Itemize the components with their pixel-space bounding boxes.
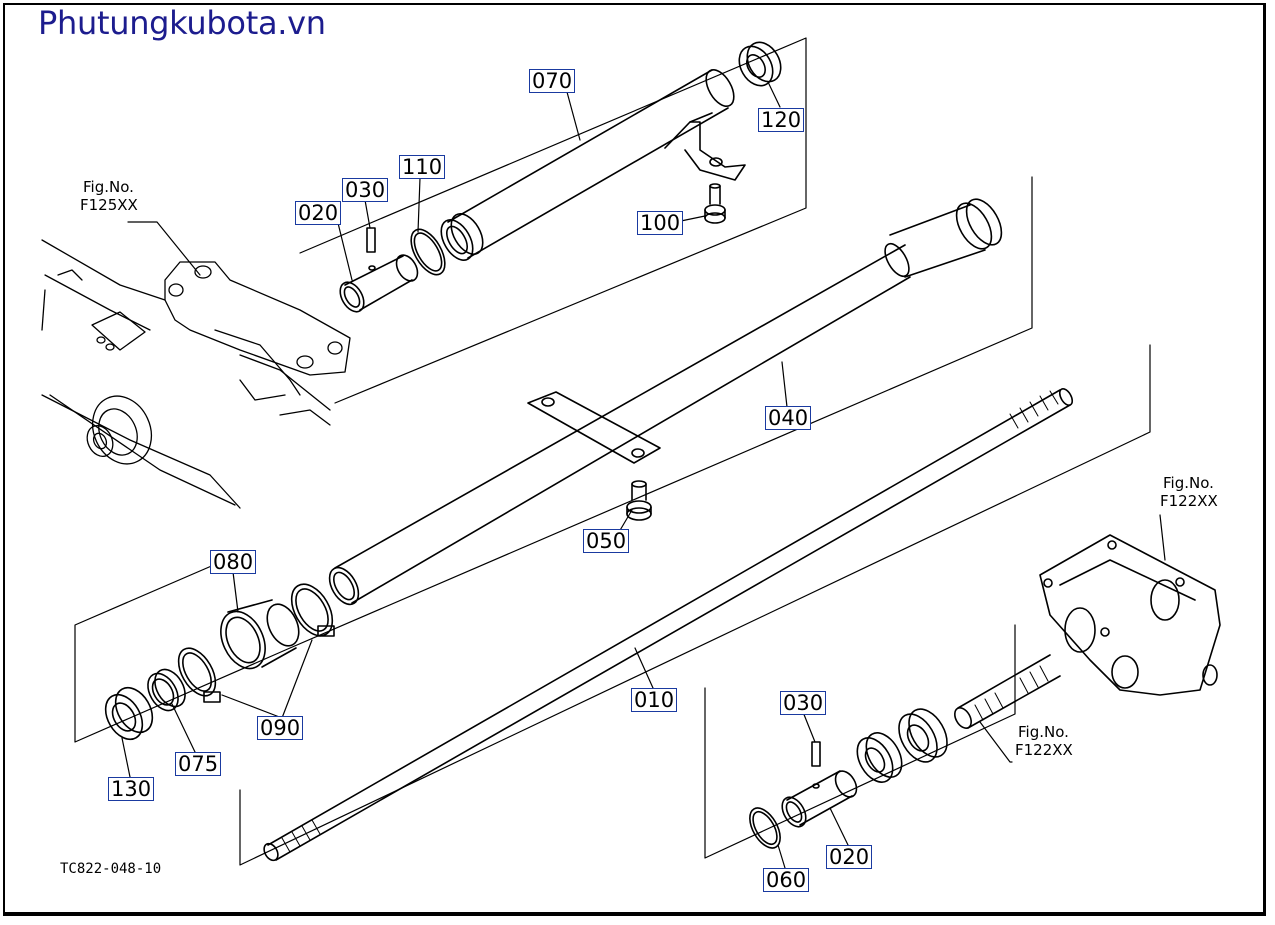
drawing-code: TC822-048-10 <box>60 861 162 877</box>
gearbox-housing <box>1039 534 1221 696</box>
part-label-075[interactable]: 075 <box>175 752 222 776</box>
bearing-lower-2 <box>898 708 948 763</box>
bolt-100 <box>704 183 726 224</box>
part-label-030-lower[interactable]: 030 <box>780 691 827 715</box>
part-label-040[interactable]: 040 <box>765 406 812 430</box>
part-label-020-lower[interactable]: 020 <box>826 845 873 869</box>
part-label-080[interactable]: 080 <box>210 550 257 574</box>
pin-030-upper <box>366 227 376 253</box>
part-label-120[interactable]: 120 <box>758 108 805 132</box>
part-label-030-upper[interactable]: 030 <box>342 178 389 202</box>
part-label-070[interactable]: 070 <box>529 69 576 93</box>
pin-030-lower <box>811 741 821 767</box>
shaft-010 <box>263 388 1074 862</box>
sleeve-020-upper <box>339 254 419 313</box>
part-label-010[interactable]: 010 <box>631 688 678 712</box>
oring-060 <box>749 807 781 849</box>
figure-ref-f122xx-shaft: Fig.No. F122XX <box>1015 723 1073 759</box>
bearing-120 <box>738 41 782 87</box>
bracket-070 <box>664 112 746 181</box>
drawing-frame <box>3 3 1266 916</box>
bearing-lower-1 <box>856 732 903 783</box>
plate-040 <box>527 391 661 464</box>
figure-ref-label: Fig.No. <box>1018 723 1069 741</box>
clamp-090-small <box>177 647 221 703</box>
leader-lines <box>121 81 1166 869</box>
figure-ref-f122xx-housing: Fig.No. F122XX <box>1160 474 1218 510</box>
sleeve-020-lower <box>781 770 858 828</box>
bolt-050 <box>626 480 652 521</box>
clamp-090-large <box>290 583 335 637</box>
part-label-020-upper[interactable]: 020 <box>295 201 342 225</box>
part-label-060[interactable]: 060 <box>763 868 810 892</box>
part-label-110[interactable]: 110 <box>399 155 446 179</box>
axle-housing-left <box>41 239 351 509</box>
tube-070 <box>440 69 735 261</box>
seal-130 <box>104 686 154 741</box>
figure-ref-f125xx: Fig.No. F125XX <box>80 178 138 214</box>
oring-110 <box>410 228 446 276</box>
figure-ref-number: F125XX <box>80 196 138 214</box>
figure-ref-number: F122XX <box>1015 741 1073 759</box>
panel-outlines <box>74 37 1151 866</box>
part-label-100[interactable]: 100 <box>637 211 684 235</box>
brand-watermark: Phutungkubota.vn <box>38 4 326 42</box>
figure-ref-number: F122XX <box>1160 492 1218 510</box>
gear-shaft <box>954 654 1061 729</box>
tube-040 <box>328 198 1003 606</box>
ring-075 <box>147 668 186 712</box>
figure-ref-label: Fig.No. <box>83 178 134 196</box>
boot-080 <box>220 599 300 670</box>
part-label-090[interactable]: 090 <box>257 716 304 740</box>
figure-ref-label: Fig.No. <box>1163 474 1214 492</box>
part-label-130[interactable]: 130 <box>108 777 155 801</box>
part-label-050[interactable]: 050 <box>583 529 630 553</box>
